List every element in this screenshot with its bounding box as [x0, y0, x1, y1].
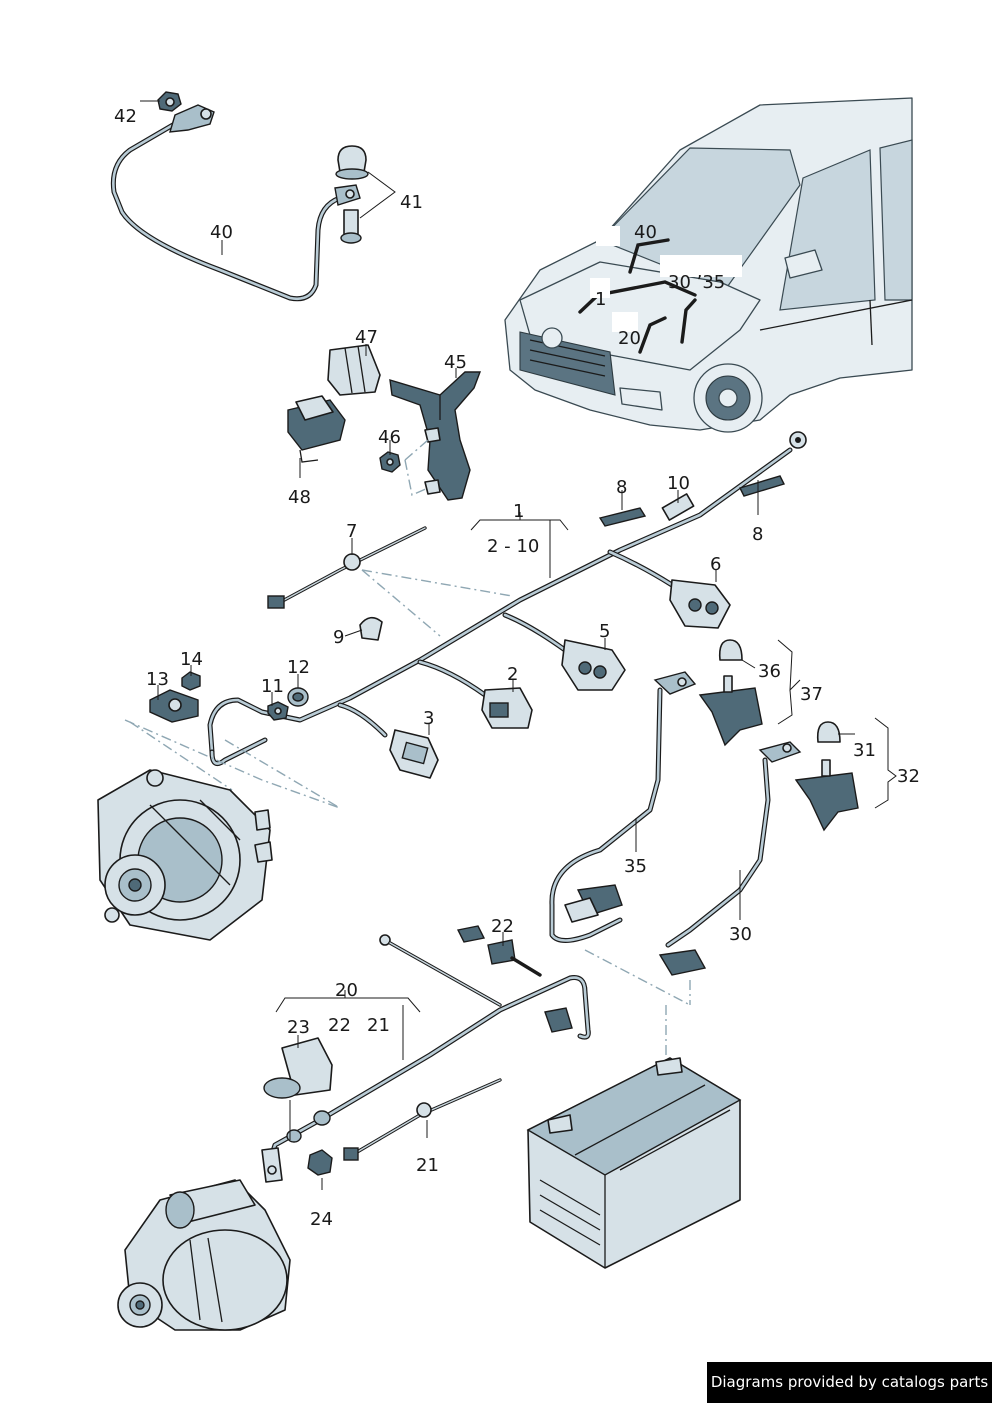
callout-14: 14: [180, 649, 203, 670]
callout-41: 41: [400, 192, 423, 213]
callout-8-right: 8: [752, 524, 763, 545]
callout-32: 32: [897, 766, 920, 787]
callout-42: 42: [114, 106, 137, 127]
battery-illustration: [526, 1057, 742, 1269]
callout-31: 31: [853, 740, 876, 761]
car-callout-1: 1: [595, 289, 606, 310]
callout-3: 3: [423, 708, 434, 729]
callout-45: 45: [444, 352, 467, 373]
callout-6: 6: [710, 554, 721, 575]
callout-labels: 42 41 40 47 45 46 48 1 2 - 10 8 10 8 7 9…: [114, 106, 920, 1230]
callout-23: 23: [287, 1017, 310, 1038]
callout-47: 47: [355, 327, 378, 348]
callout-2: 2: [507, 664, 518, 685]
car-callout-30-35: 30 ’35: [668, 272, 725, 293]
callout-30: 30: [729, 924, 752, 945]
callout-22: 22: [328, 1015, 351, 1036]
car-callout-40: 40: [634, 222, 657, 243]
callout-36: 36: [758, 661, 781, 682]
callout-10: 10: [667, 473, 690, 494]
callout-2-10: 2 - 10: [487, 536, 539, 557]
callout-21-lower: 21: [416, 1155, 439, 1176]
callout-46: 46: [378, 427, 401, 448]
callout-8-upper: 8: [616, 477, 627, 498]
callout-21-upper: 21: [367, 1015, 390, 1036]
battery-cables-group: [549, 639, 859, 1060]
callout-7: 7: [346, 521, 357, 542]
callout-13: 13: [146, 669, 169, 690]
callout-48: 48: [288, 487, 311, 508]
credit-banner: Diagrams provided by catalogs parts: [707, 1362, 992, 1403]
callout-37: 37: [800, 684, 823, 705]
leader-lines: [140, 100, 897, 1190]
callout-22-clip: 22: [491, 916, 514, 937]
callout-20: 20: [335, 980, 358, 1001]
alternator-group: [97, 671, 341, 941]
callout-1: 1: [513, 501, 524, 522]
callout-12: 12: [287, 657, 310, 678]
callout-11: 11: [261, 676, 284, 697]
starter-harness-group: [117, 925, 591, 1331]
callout-40: 40: [210, 222, 233, 243]
ground-strap-40: [110, 91, 369, 302]
relay-bracket-group: [287, 344, 482, 501]
vehicle-illustration: 40 1 30 ’35 20: [504, 97, 913, 433]
car-callout-20: 20: [618, 328, 641, 349]
callout-24: 24: [310, 1209, 333, 1230]
main-harness-1: [207, 431, 807, 779]
callout-35: 35: [624, 856, 647, 877]
callout-5: 5: [599, 621, 610, 642]
callout-9: 9: [333, 627, 344, 648]
